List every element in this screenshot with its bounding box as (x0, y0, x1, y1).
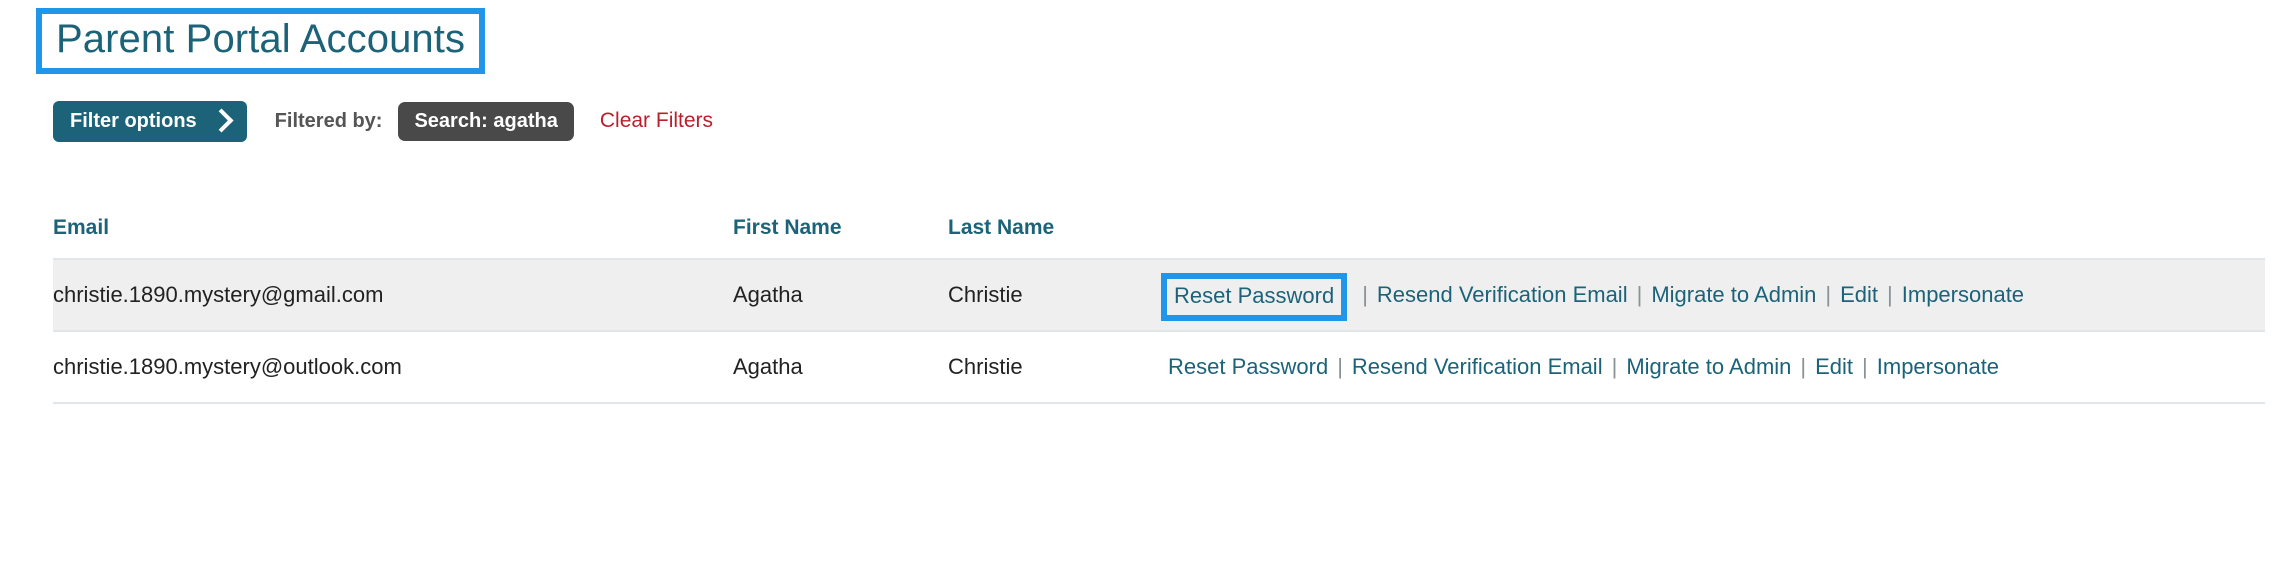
action-resend-verification-email[interactable]: Resend Verification Email (1376, 282, 1628, 307)
column-header-first-name[interactable]: First Name (733, 216, 842, 239)
page-title-container: Parent Portal Accounts (36, 8, 486, 74)
filtered-by-label: Filtered by: (274, 109, 383, 132)
cell-actions: Reset Password | Resend Verification Email… (1168, 330, 2265, 404)
column-header-email[interactable]: Email (53, 216, 110, 239)
column-header-last-name[interactable]: Last Name (948, 216, 1055, 239)
action-separator: | (1362, 282, 1368, 307)
cell-last-name: Christie (948, 258, 1168, 332)
table-header-row: Email First Name Last Name (53, 200, 2265, 259)
action-separator: | (1337, 354, 1343, 379)
table-header: Email First Name Last Name (53, 200, 2265, 259)
action-impersonate[interactable]: Impersonate (1876, 354, 2000, 379)
filter-bar: Filter options Filtered by: Search: agat… (53, 100, 714, 142)
column-header-actions (1168, 200, 2265, 259)
actions-remaining: | Resend Verification Email | Migrate to Ad… (1346, 282, 2024, 308)
page-title: Parent Portal Accounts (56, 17, 466, 61)
table-row: christie.1890.mystery@gmail.com Agatha C… (53, 258, 2265, 332)
table-row: christie.1890.mystery@outlook.com Agatha… (53, 330, 2265, 404)
action-impersonate[interactable]: Impersonate (1901, 282, 2025, 307)
page-title-highlight-box: Parent Portal Accounts (36, 8, 486, 74)
accounts-table: Email First Name Last Name christie.1890… (53, 200, 2265, 404)
action-reset-password[interactable]: Reset Password (1174, 283, 1335, 308)
reset-password-highlight-box: Reset Password (1161, 273, 1348, 321)
action-separator: | (1800, 354, 1807, 379)
action-migrate-to-admin[interactable]: Migrate to Admin (1651, 282, 1817, 307)
action-reset-password[interactable]: Reset Password (1168, 354, 1329, 379)
chevron-right-icon (209, 108, 234, 133)
table-body: christie.1890.mystery@gmail.com Agatha C… (53, 258, 2265, 404)
action-resend-verification-email[interactable]: Resend Verification Email (1351, 354, 1603, 379)
active-filter-chip[interactable]: Search: agatha (398, 101, 574, 141)
filter-options-button[interactable]: Filter options (53, 100, 247, 142)
clear-filters-link[interactable]: Clear Filters (599, 109, 714, 132)
action-separator: | (1887, 282, 1893, 307)
action-separator: | (1636, 282, 1643, 307)
cell-email: christie.1890.mystery@gmail.com (53, 258, 733, 332)
action-edit[interactable]: Edit (1840, 282, 1879, 307)
action-migrate-to-admin[interactable]: Migrate to Admin (1626, 354, 1792, 379)
cell-first-name: Agatha (733, 330, 948, 404)
action-edit[interactable]: Edit (1815, 354, 1854, 379)
cell-first-name: Agatha (733, 258, 948, 332)
action-separator: | (1825, 282, 1832, 307)
action-separator: | (1862, 354, 1868, 379)
filter-options-label: Filter options (70, 109, 197, 132)
cell-email: christie.1890.mystery@outlook.com (53, 330, 733, 404)
accounts-table-container: Email First Name Last Name christie.1890… (53, 200, 2265, 404)
cell-last-name: Christie (948, 330, 1168, 404)
action-separator: | (1611, 354, 1618, 379)
cell-actions: Reset Password | Resend Verification Email… (1161, 258, 2265, 332)
